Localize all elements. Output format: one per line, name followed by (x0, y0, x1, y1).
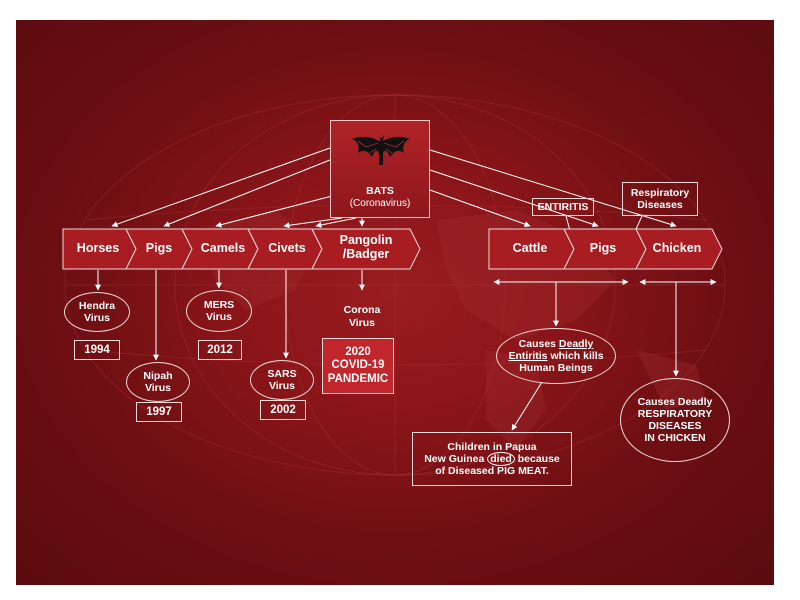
enteritis-l2a: Entiritis (508, 349, 548, 362)
mers-year: 2012 (198, 340, 242, 360)
enteritis-line1: Causes Deadly (519, 338, 594, 350)
nipah-year: 1997 (136, 402, 182, 422)
bats-to-camels-arrow (215, 194, 337, 228)
label-pigs: Pigs (145, 241, 173, 255)
label-right-pigs: Pigs (589, 241, 617, 255)
hendra-line2: Virus (83, 312, 111, 324)
bats-to-pangolin-arrow (315, 217, 357, 228)
bats-to-horses-arrow (111, 147, 331, 228)
label-chicken: Chicken (652, 241, 702, 255)
resp-line1: Causes Deadly (637, 395, 713, 408)
papua-line2: New Guinea died because (424, 451, 560, 466)
hendra-virus-node: Hendra Virus (64, 292, 130, 332)
enteritis-effect-node: Causes Deadly Entiritis which kills Huma… (496, 328, 616, 384)
corona-virus-label: Corona Virus (332, 304, 392, 329)
papua-l2a: New Guinea (424, 452, 488, 465)
covid-pandemic-box: 2020 COVID-19 PANDEMIC (322, 338, 394, 394)
chevron-pangolin (311, 228, 421, 270)
resp-line3: DISEASES (648, 420, 702, 432)
bats-subtitle: (Coronavirus) (349, 197, 411, 209)
chevron-chicken (635, 228, 723, 270)
papua-line3: of Diseased PIG MEAT. (435, 465, 549, 478)
pandemic-label: PANDEMIC (327, 372, 389, 385)
bats-to-chicken-arrow (429, 149, 677, 228)
sars-year: 2002 (260, 400, 306, 420)
bats-to-pigs-arrow (163, 159, 331, 227)
sars-line1: SARS (267, 367, 297, 380)
diagram-canvas: BATS (Coronavirus) Horses Pigs Camels Ci… (16, 20, 774, 585)
respiratory-diseases-label: Respiratory Diseases (622, 182, 698, 216)
mers-virus-node: MERS Virus (186, 290, 252, 332)
corona-line2: Virus (348, 316, 376, 329)
hendra-year: 1994 (74, 340, 120, 360)
resp-line2: RESPIRATORY (637, 407, 713, 420)
label-cattle: Cattle (512, 241, 548, 255)
nipah-line1: Nipah (143, 369, 173, 382)
resp-line4: IN CHICKEN (644, 432, 706, 445)
to-papua-arrow (511, 381, 543, 431)
bat-icon (352, 135, 410, 165)
bats-title: BATS (366, 185, 394, 198)
hendra-line1: Hendra (78, 299, 116, 312)
label-pangolin: Pangolin /Badger (339, 233, 393, 261)
corona-line1: Corona (343, 304, 381, 316)
respiratory-line1: Respiratory (630, 186, 690, 199)
enteritis-line3: Human Beings (519, 362, 593, 375)
mers-line2: Virus (205, 311, 233, 323)
sars-line2: Virus (268, 380, 296, 392)
pandemic-year: 2020 (345, 346, 371, 359)
nipah-virus-node: Nipah Virus (126, 362, 190, 402)
enteritis-l2b: which kills (547, 349, 604, 362)
bats-to-right-pigs-arrow (429, 169, 599, 228)
bats-root-node: BATS (Coronavirus) (330, 120, 430, 218)
papua-l2c: because (514, 452, 560, 465)
left-animal-chevrons (62, 228, 421, 270)
mers-line1: MERS (203, 298, 235, 311)
sars-virus-node: SARS Virus (250, 360, 314, 400)
respiratory-effect-node: Causes Deadly RESPIRATORY DISEASES IN CH… (620, 378, 730, 462)
respiratory-line2: Diseases (637, 199, 683, 211)
label-camels: Camels (200, 241, 246, 255)
pandemic-name: COVID-19 (331, 359, 385, 372)
enteritis-l1a: Causes (518, 337, 559, 350)
enteritis-l1b: Deadly (558, 337, 594, 350)
papua-new-guinea-box: Children in Papua New Guinea died becaus… (412, 432, 572, 486)
entiritis-label: ENTIRITIS (532, 198, 594, 216)
label-civets: Civets (268, 241, 306, 255)
papua-died: died (487, 451, 515, 466)
label-horses: Horses (76, 241, 120, 255)
bats-to-civets-arrow (283, 217, 343, 229)
nipah-line2: Virus (144, 382, 172, 394)
enteritis-line2: Entiritis which kills (508, 350, 603, 362)
papua-line1: Children in Papua (447, 440, 537, 453)
right-animal-chevrons (488, 228, 723, 270)
connector-layer (95, 147, 717, 431)
bats-to-cattle-arrow (429, 189, 531, 227)
